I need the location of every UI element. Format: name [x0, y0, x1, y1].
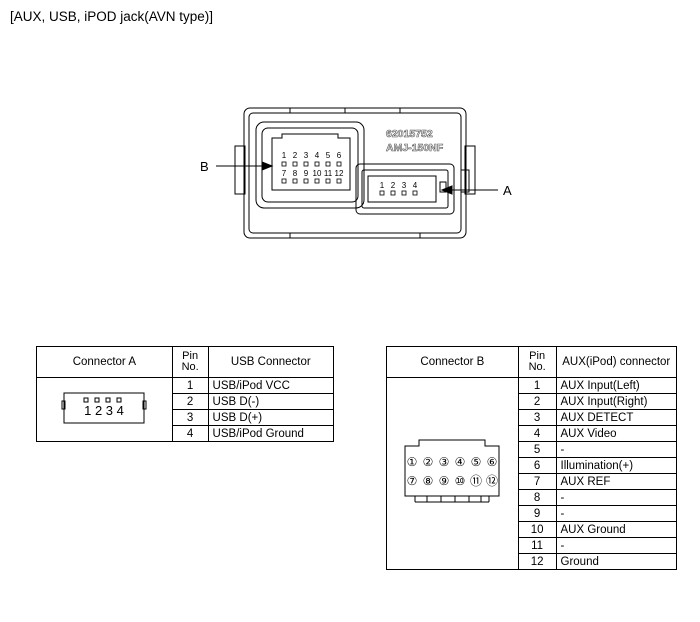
- jack-b-pin-11: 11: [324, 169, 333, 178]
- table-a-function: USB/iPod VCC: [207, 377, 335, 394]
- jack-b-pin-3: 3: [304, 151, 309, 160]
- table-b-function: Ground: [555, 553, 677, 570]
- table-b-function: AUX Video: [555, 425, 677, 442]
- table-b-header-connector: Connector B: [386, 346, 519, 378]
- table-b-pin: 6: [517, 457, 557, 474]
- callout-b-arrowhead: [261, 161, 274, 171]
- connector-b-shell: [271, 133, 351, 191]
- jack-b-pin-6: 6: [337, 151, 342, 160]
- table-b-pin: 2: [517, 393, 557, 410]
- table-a-header-function: USB Connector: [207, 346, 335, 378]
- table-a-pin: 4: [171, 425, 209, 442]
- table-a-function: USB D(-): [207, 393, 335, 410]
- table-b-function: AUX Input(Right): [555, 393, 677, 410]
- table-b-pin: 5: [517, 441, 557, 458]
- table-b-pin: 7: [517, 473, 557, 490]
- table-b-function: -: [555, 505, 677, 522]
- callout-a-arrowhead: [440, 185, 453, 195]
- model-number: AMJ-150NF: [386, 142, 444, 154]
- table-a-header-connector: Connector A: [36, 346, 173, 378]
- part-number: 62015752: [386, 128, 433, 140]
- connector-a-pin-label: 1 2 3 4: [84, 403, 124, 418]
- jack-a-pin-4: 4: [413, 181, 418, 190]
- table-a-pin: 3: [171, 409, 209, 426]
- table-b-pin-circle-1: ①: [407, 455, 418, 469]
- table-b-pin-circle-9: ⑨: [439, 474, 450, 488]
- table-b-pin-circle-2: ②: [423, 455, 434, 469]
- jack-b-pin-8: 8: [293, 169, 298, 178]
- table-b-pin-circle-11: ⑪: [470, 474, 482, 488]
- page-title: [AUX, USB, iPOD jack(AVN type)]: [10, 9, 214, 24]
- connector-b-outline: [404, 439, 500, 497]
- table-b-function: AUX Ground: [555, 521, 677, 538]
- callout-b-label: B: [200, 159, 209, 174]
- table-b-function: -: [555, 441, 677, 458]
- jack-diagram: 1 2 3 4 5 6 7 8 9 10 11 12 1 2 3 4 62015…: [200, 107, 512, 239]
- jack-b-pin-10: 10: [313, 169, 322, 178]
- jack-a-pin-2: 2: [391, 181, 396, 190]
- table-b-header-function: AUX(iPod) connector: [555, 346, 677, 378]
- table-a-pin: 2: [171, 393, 209, 410]
- jack-b-pin-12: 12: [335, 169, 344, 178]
- connector-b-image: ① ② ③ ④ ⑤ ⑥ ⑦ ⑧ ⑨ ⑩ ⑪ ⑫: [386, 377, 519, 570]
- table-b-function: -: [555, 489, 677, 506]
- table-b-pin: 9: [517, 505, 557, 522]
- jack-b-pin-7: 7: [282, 169, 287, 178]
- table-a-function: USB D(+): [207, 409, 335, 426]
- table-b-pin-circle-6: ⑥: [487, 455, 498, 469]
- table-b-pin: 11: [517, 537, 557, 554]
- table-b-pin-circle-4: ④: [455, 455, 466, 469]
- table-b-function: AUX REF: [555, 473, 677, 490]
- jack-b-pin-4: 4: [315, 151, 320, 160]
- left-side-tab: [234, 145, 246, 195]
- connector-a-image: 1 2 3 4: [36, 377, 173, 442]
- connector-b-pin-squares: [281, 161, 418, 196]
- table-b-pin-circle-5: ⑤: [471, 455, 482, 469]
- table-b-function: Illumination(+): [555, 457, 677, 474]
- connector-b-housing: [255, 121, 365, 209]
- jack-b-pin-5: 5: [326, 151, 331, 160]
- connector-a-housing: [355, 163, 455, 215]
- table-a-function: USB/iPod Ground: [207, 425, 335, 442]
- table-b-function: AUX Input(Left): [555, 377, 677, 394]
- table-b-pin: 4: [517, 425, 557, 442]
- table-b-function: -: [555, 537, 677, 554]
- jack-body: [243, 107, 467, 239]
- jack-b-pin-2: 2: [293, 151, 298, 160]
- connector-a-outline: [63, 392, 145, 424]
- table-b-pin: 10: [517, 521, 557, 538]
- table-b-pin: 12: [517, 553, 557, 570]
- jack-b-pin-1: 1: [282, 151, 287, 160]
- table-b-pin-circle-8: ⑧: [423, 474, 434, 488]
- jack-a-pin-3: 3: [402, 181, 407, 190]
- table-b-pin: 3: [517, 409, 557, 426]
- callout-a-label: A: [503, 183, 512, 198]
- table-b-pin-circle-3: ③: [439, 455, 450, 469]
- jack-b-pin-9: 9: [304, 169, 309, 178]
- table-b-pin: 8: [517, 489, 557, 506]
- table-b-function: AUX DETECT: [555, 409, 677, 426]
- connector-a-shell: [367, 175, 437, 203]
- table-b-pin-circle-12: ⑫: [486, 474, 498, 488]
- table-a-pin: 1: [171, 377, 209, 394]
- table-b-pin-circle-10: ⑩: [455, 474, 466, 488]
- jack-a-pin-1: 1: [380, 181, 385, 190]
- table-b-pin: 1: [517, 377, 557, 394]
- table-b-pin-circle-7: ⑦: [407, 474, 418, 488]
